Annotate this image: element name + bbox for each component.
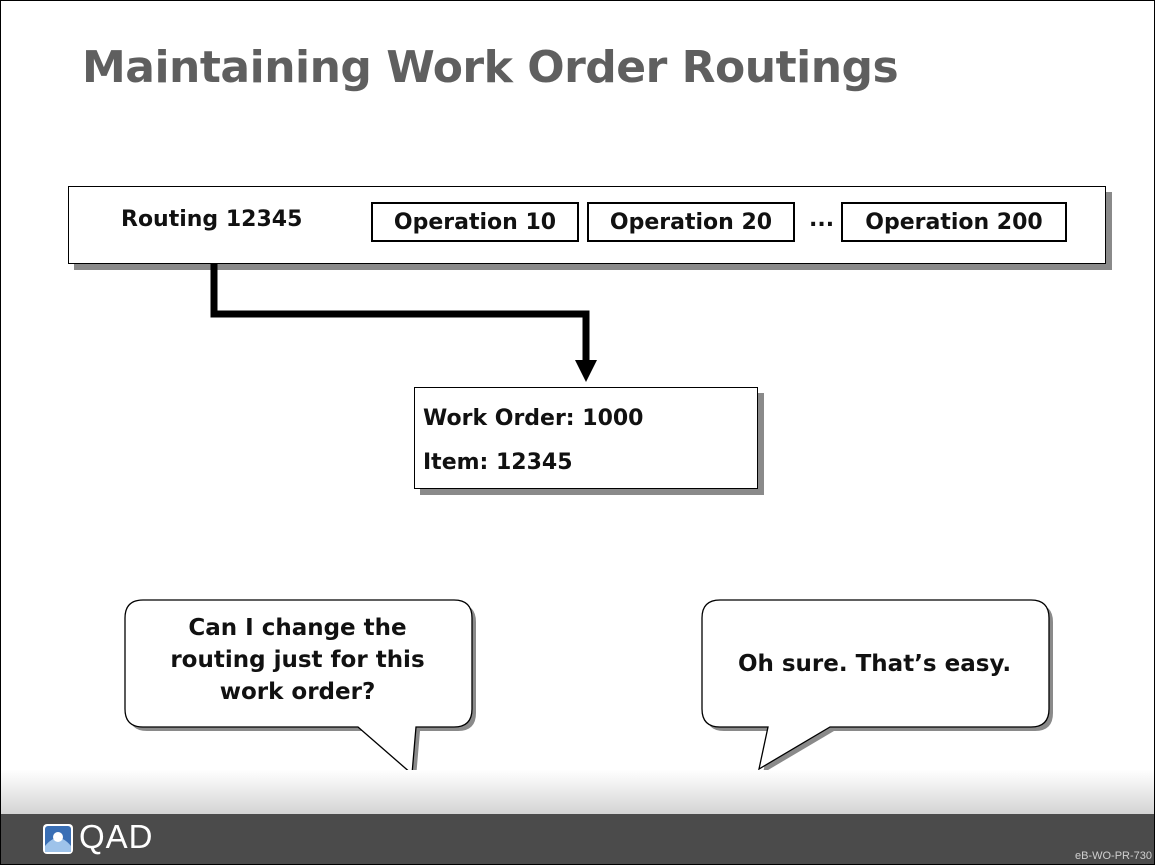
operation-20-box: Operation 20 <box>587 202 795 242</box>
slide-code: eB-WO-PR-730 <box>1074 850 1152 862</box>
routing-label: Routing 12345 <box>121 207 303 232</box>
answer-bubble <box>701 599 1053 773</box>
operation-10-box: Operation 10 <box>371 202 579 242</box>
operation-200-box: Operation 200 <box>841 202 1067 242</box>
operations-ellipsis: ... <box>809 207 835 232</box>
question-line-3: work order? <box>219 679 376 705</box>
work-order-box: Work Order: 1000 Item: 12345 <box>414 387 758 489</box>
question-bubble <box>124 599 476 778</box>
slide-title: Maintaining Work Order Routings <box>82 42 899 93</box>
question-line-1: Can I change the <box>188 615 407 641</box>
footer-bar: QAD eB-WO-PR-730 <box>1 814 1154 864</box>
footer-gradient <box>1 770 1154 814</box>
qad-logo-text: QAD <box>79 818 154 855</box>
question-line-2: routing just for this <box>170 647 425 673</box>
work-order-item: Item: 12345 <box>423 450 573 475</box>
answer-text: Oh sure. That’s easy. <box>737 651 1012 677</box>
question-text: Can I change the routing just for this w… <box>125 612 470 708</box>
work-order-number: Work Order: 1000 <box>423 406 644 431</box>
qad-logo-icon <box>43 824 73 854</box>
